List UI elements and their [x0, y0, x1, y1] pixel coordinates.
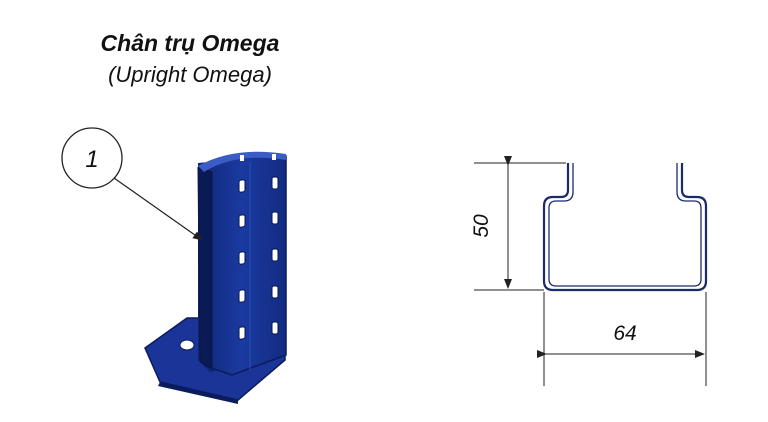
- callout: 1: [61, 127, 203, 241]
- profile-inner: [548, 163, 702, 287]
- dimension-height: [474, 156, 566, 291]
- slot: [271, 248, 279, 262]
- base-plate-edge: [158, 382, 238, 404]
- callout-number: 1: [85, 146, 98, 173]
- callout-circle: [61, 127, 123, 189]
- profile-outer: [542, 163, 708, 292]
- slot: [238, 179, 246, 193]
- slot: [238, 214, 246, 228]
- slot: [238, 289, 246, 303]
- column-left-flange: [197, 167, 213, 369]
- slot: [271, 211, 279, 225]
- upright-omega-3d: [144, 151, 287, 404]
- slot: [271, 285, 279, 299]
- top-notch: [272, 154, 276, 160]
- top-notch: [240, 155, 244, 161]
- dimension-width: [537, 292, 707, 386]
- slot: [238, 326, 246, 340]
- leader-line: [113, 177, 203, 241]
- slot-row-right: [271, 176, 279, 335]
- slot: [271, 321, 279, 335]
- slot: [271, 176, 279, 190]
- drawing-subtitle: (Upright Omega): [108, 62, 272, 87]
- column-top-rim: [198, 151, 286, 172]
- omega-profile: [542, 163, 708, 292]
- base-plate-hole: [179, 339, 195, 351]
- slot: [238, 251, 246, 265]
- dimension-width-label: 64: [613, 322, 636, 345]
- slot-row-left: [238, 179, 246, 340]
- drawing-title: Chân trụ Omega: [100, 30, 280, 56]
- dimension-height-label: 50: [470, 214, 493, 238]
